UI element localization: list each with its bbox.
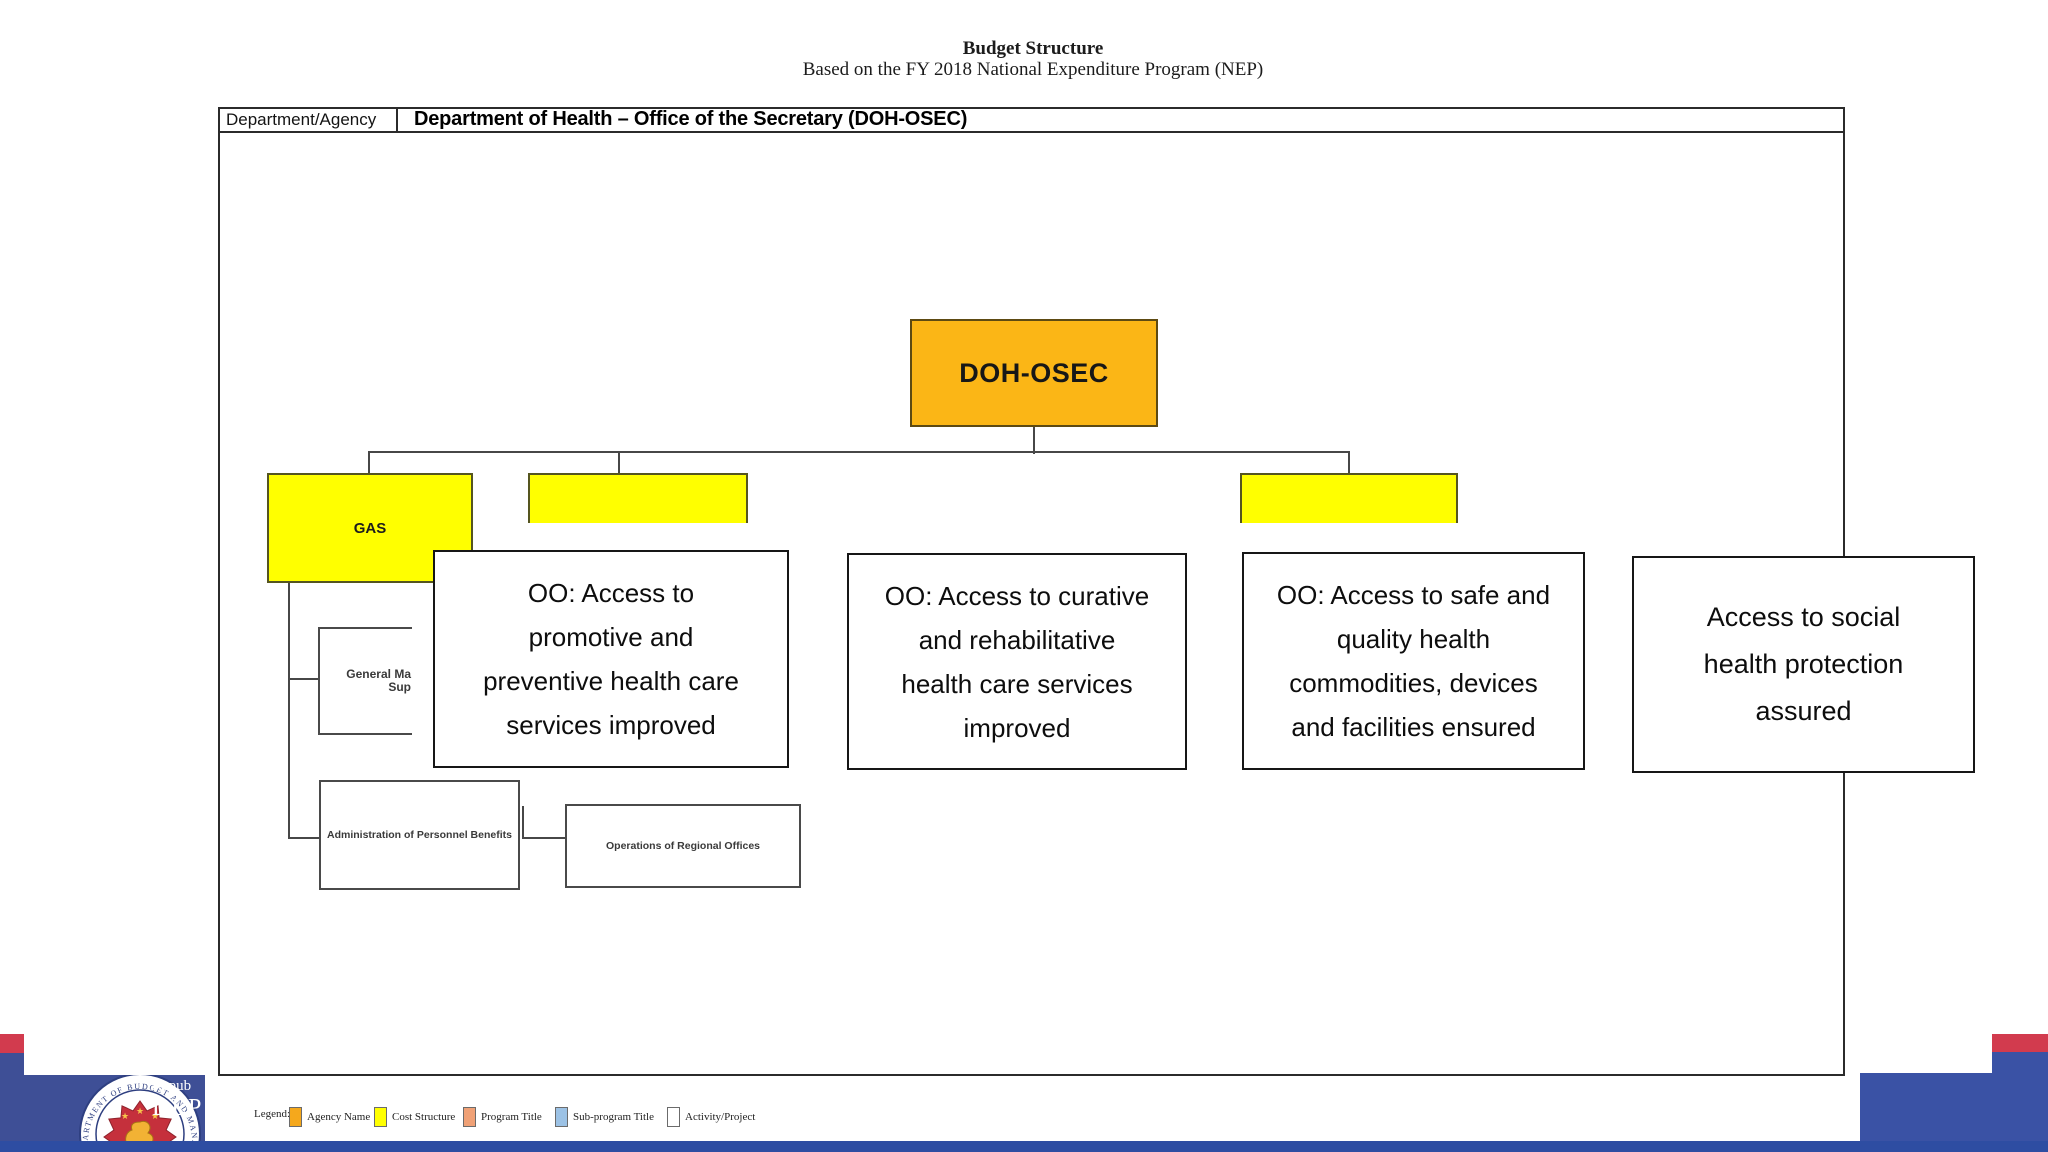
connector-branch-general-management [288,678,318,680]
seal-star-left: ★ [121,1111,129,1121]
admin-personnel-benefits-box: Administration of Personnel Benefits [319,780,520,890]
legend-item-agency-name: Agency Name [289,1106,370,1127]
legend-item-cost-structure: Cost Structure [374,1106,455,1127]
connector-root-drop [1033,427,1035,454]
header-underline [218,131,1845,133]
outcome-box-commodities-facilities: OO: Access to safe and quality health co… [1242,552,1585,770]
slide-title: Budget Structure [962,38,1104,59]
general-management-box-partial: General Ma Sup [318,627,412,735]
operations-regional-offices-box: Operations of Regional Offices [565,804,801,888]
org-root-box: DOH-OSEC [910,319,1158,427]
legend-item-subprogram-title: Sub-program Title [555,1106,654,1127]
agency-header-label: Department/Agency [226,110,377,129]
title-block: Budget Structure Based on the FY 2018 Na… [803,38,1264,80]
left-accent-red-block [0,1034,24,1053]
seal-star-center: ★ [136,1106,144,1116]
legend-title: Legend: [254,1108,291,1120]
department-text-fragment: DEP [152,1095,204,1121]
legend-item-label: Agency Name [307,1110,371,1123]
legend-swatch-agency-name [289,1106,302,1127]
connector-gas-trunk [288,583,290,839]
legend-swatch-subprogram-title [555,1106,568,1127]
bottom-blue-bar [0,1141,2048,1152]
seal-star-right: ★ [151,1111,159,1121]
left-accent-blue-strip [0,1053,24,1152]
legend-swatch-cost-structure [374,1106,387,1127]
footer-band-text: Repub DEP [152,1077,203,1121]
legend-item-label: Cost Structure [392,1110,456,1123]
outcome-box-curative-rehabilitative: OO: Access to curative and rehabilitativ… [847,553,1187,770]
cost-structure-box-3-partial [1240,473,1458,523]
legend-item-activity-project: Activity/Project [667,1106,755,1127]
agency-header-value: Department of Health – Office of the Sec… [414,108,968,130]
connector-regional-vertical [522,806,524,839]
right-accent-blue-column [1992,1052,2048,1074]
right-accent-blue-block [1860,1073,2048,1141]
cost-structure-box-2-partial [528,473,748,523]
header-divider [396,107,398,133]
right-accent-red-block [1992,1034,2048,1052]
legend-swatch-program-title [463,1106,476,1127]
connector-drop-gas [368,451,370,475]
legend-item-label: Program Title [481,1110,542,1123]
legend-item-label: Sub-program Title [573,1110,654,1123]
connector-main-horizontal [368,451,1350,453]
legend-swatch-activity-project [667,1106,680,1127]
republic-text-fragment: Repub [152,1078,192,1094]
outcome-box-promotive-preventive: OO: Access to promotive and preventive h… [433,550,789,768]
outcome-box-social-health-protection: Access to social health protection assur… [1632,556,1975,773]
connector-drop-cost3 [1348,451,1350,475]
slide-subtitle: Based on the FY 2018 National Expenditur… [802,59,1264,80]
connector-branch-admin-personnel [288,837,319,839]
connector-drop-cost2 [618,451,620,475]
connector-regional-horizontal [522,837,565,839]
legend-item-label: Activity/Project [685,1110,756,1123]
legend-item-program-title: Program Title [463,1106,542,1127]
